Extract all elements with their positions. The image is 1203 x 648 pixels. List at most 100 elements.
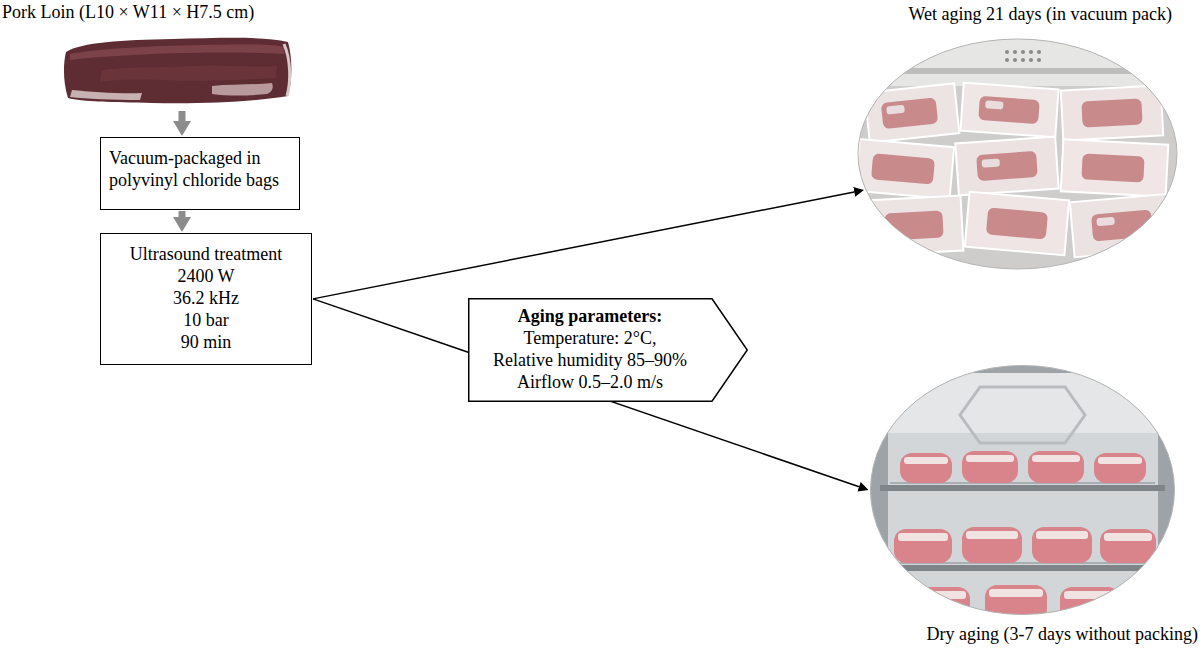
- illustration-part: [1037, 58, 1041, 62]
- parameter-text: Temperature: 2°C,: [524, 328, 657, 350]
- illustration-part: [888, 373, 1158, 615]
- illustration-part: [1021, 50, 1025, 54]
- illustration-part: [1061, 85, 1163, 140]
- illustration-part: [962, 527, 1022, 563]
- illustration-part: [70, 44, 284, 60]
- illustration-part: [890, 483, 1155, 563]
- illustration-part: [955, 137, 1058, 196]
- flow-arrow: [179, 211, 186, 217]
- dry-aging-photo: [870, 365, 1175, 615]
- illustration-part: [1029, 58, 1033, 62]
- illustration-part: [1091, 209, 1153, 241]
- illustration-part: [857, 83, 1174, 257]
- illustration-part: [1029, 50, 1033, 54]
- illustration-part: [100, 65, 277, 82]
- photo-node: Dry aging (3-7 days without packing): [868, 360, 1198, 646]
- illustration-part: [871, 366, 1175, 615]
- illustration-part: [880, 565, 1165, 571]
- illustration-part: [888, 373, 1158, 433]
- illustration-part: [900, 453, 952, 483]
- illustration-part: [910, 587, 970, 615]
- illustration-part: [212, 83, 273, 96]
- illustration-part: [898, 455, 1152, 599]
- pork-loin-photo: [62, 30, 294, 108]
- illustration-part: [866, 196, 964, 256]
- parameter-text: 10 bar: [109, 310, 303, 332]
- parameter-text: 2400 W: [109, 266, 303, 288]
- illustration-part: [1098, 457, 1142, 464]
- photo-caption: Pork Loin (L10 × W11 × H7.5 cm): [2, 2, 254, 24]
- illustration-part: [1104, 533, 1152, 541]
- illustration-part: [284, 44, 290, 96]
- process-box: Ultrasound treatment2400 W36.2 kHz10 bar…: [100, 233, 312, 365]
- illustration-part: [989, 589, 1043, 597]
- parameter-text: Relative humidity 85–90%: [493, 350, 687, 372]
- illustration-part: [1061, 139, 1169, 196]
- process-box: Vacuum-packaged in polyvinyl chloride ba…: [100, 137, 300, 210]
- illustration-part: [1081, 153, 1144, 182]
- illustration-part: [1005, 50, 1009, 54]
- illustration-part: [865, 83, 960, 142]
- illustration-part: [1036, 531, 1088, 539]
- illustration-part: [857, 38, 1178, 270]
- photo-node: Pork Loin (L10 × W11 × H7.5 cm): [2, 2, 302, 110]
- illustration-part: [64, 38, 291, 103]
- illustration-part: [70, 90, 142, 100]
- chevron-heading: Aging parameters:: [518, 306, 662, 328]
- illustration-part: [897, 68, 1137, 74]
- illustration-part: [976, 151, 1038, 181]
- illustration-part: [1081, 98, 1142, 127]
- illustration-part: [857, 139, 954, 199]
- illustration-part: [1013, 50, 1017, 54]
- photo-node: Wet aging 21 days (in vacuum pack): [855, 4, 1180, 272]
- photo-caption: Wet aging 21 days (in vacuum pack): [909, 4, 1172, 26]
- illustration-part: [1005, 50, 1041, 62]
- illustration-part: [898, 533, 948, 541]
- illustration-part: [1070, 194, 1174, 258]
- connector-arrow: [313, 192, 854, 299]
- illustration-part: [858, 39, 1177, 269]
- parameter-text: Airflow 0.5–2.0 m/s: [517, 372, 663, 394]
- caption-holder: Dry aging (3-7 days without packing): [927, 624, 1198, 646]
- illustration-part: [904, 457, 948, 464]
- connector-arrow: [313, 299, 859, 487]
- illustration-part: [978, 96, 1040, 124]
- caption-holder: Wet aging 21 days (in vacuum pack): [909, 4, 1172, 26]
- illustration-part: [1100, 529, 1156, 563]
- illustration-part: [886, 100, 1115, 226]
- illustration-part: [880, 485, 1165, 491]
- illustration-part: [857, 38, 1178, 86]
- illustration-part: [1096, 217, 1115, 227]
- photo-caption: Dry aging (3-7 days without packing): [927, 624, 1198, 646]
- illustration-part: [894, 529, 952, 563]
- illustration-part: [870, 365, 1175, 615]
- illustration-part: [966, 531, 1018, 539]
- illustration-part: [1032, 527, 1092, 563]
- illustration-part: [965, 192, 1069, 256]
- illustration-part: [886, 105, 905, 115]
- illustration-part: [1064, 591, 1116, 599]
- process-text: Vacuum-packaged in polyvinyl chloride ba…: [109, 148, 291, 192]
- flow-arrow: [179, 111, 186, 121]
- wet-aging-photo: [857, 38, 1178, 270]
- illustration-part: [1032, 455, 1080, 462]
- chevron-outline: [469, 299, 748, 402]
- illustration-part: [982, 159, 1001, 168]
- illustration-part: [1013, 58, 1017, 62]
- illustration-part: [962, 451, 1018, 483]
- illustration-part: [1094, 453, 1146, 483]
- illustration-part: [1005, 58, 1009, 62]
- caption-holder: Pork Loin (L10 × W11 × H7.5 cm): [2, 2, 254, 24]
- illustration-part: [871, 96, 1153, 242]
- parameter-text: 36.2 kHz: [109, 288, 303, 310]
- parameter-text: 90 min: [109, 332, 303, 354]
- parameter-chevron: Aging parameters:Temperature: 2°C,Relati…: [468, 298, 748, 402]
- illustration-part: [870, 365, 1175, 615]
- illustration-part: [960, 83, 1058, 138]
- illustration-part: [985, 585, 1047, 615]
- process-heading: Ultrasound treatment: [109, 244, 303, 266]
- illustration-part: [966, 455, 1014, 462]
- illustration-part: [1037, 50, 1041, 54]
- illustration-part: [960, 387, 1085, 443]
